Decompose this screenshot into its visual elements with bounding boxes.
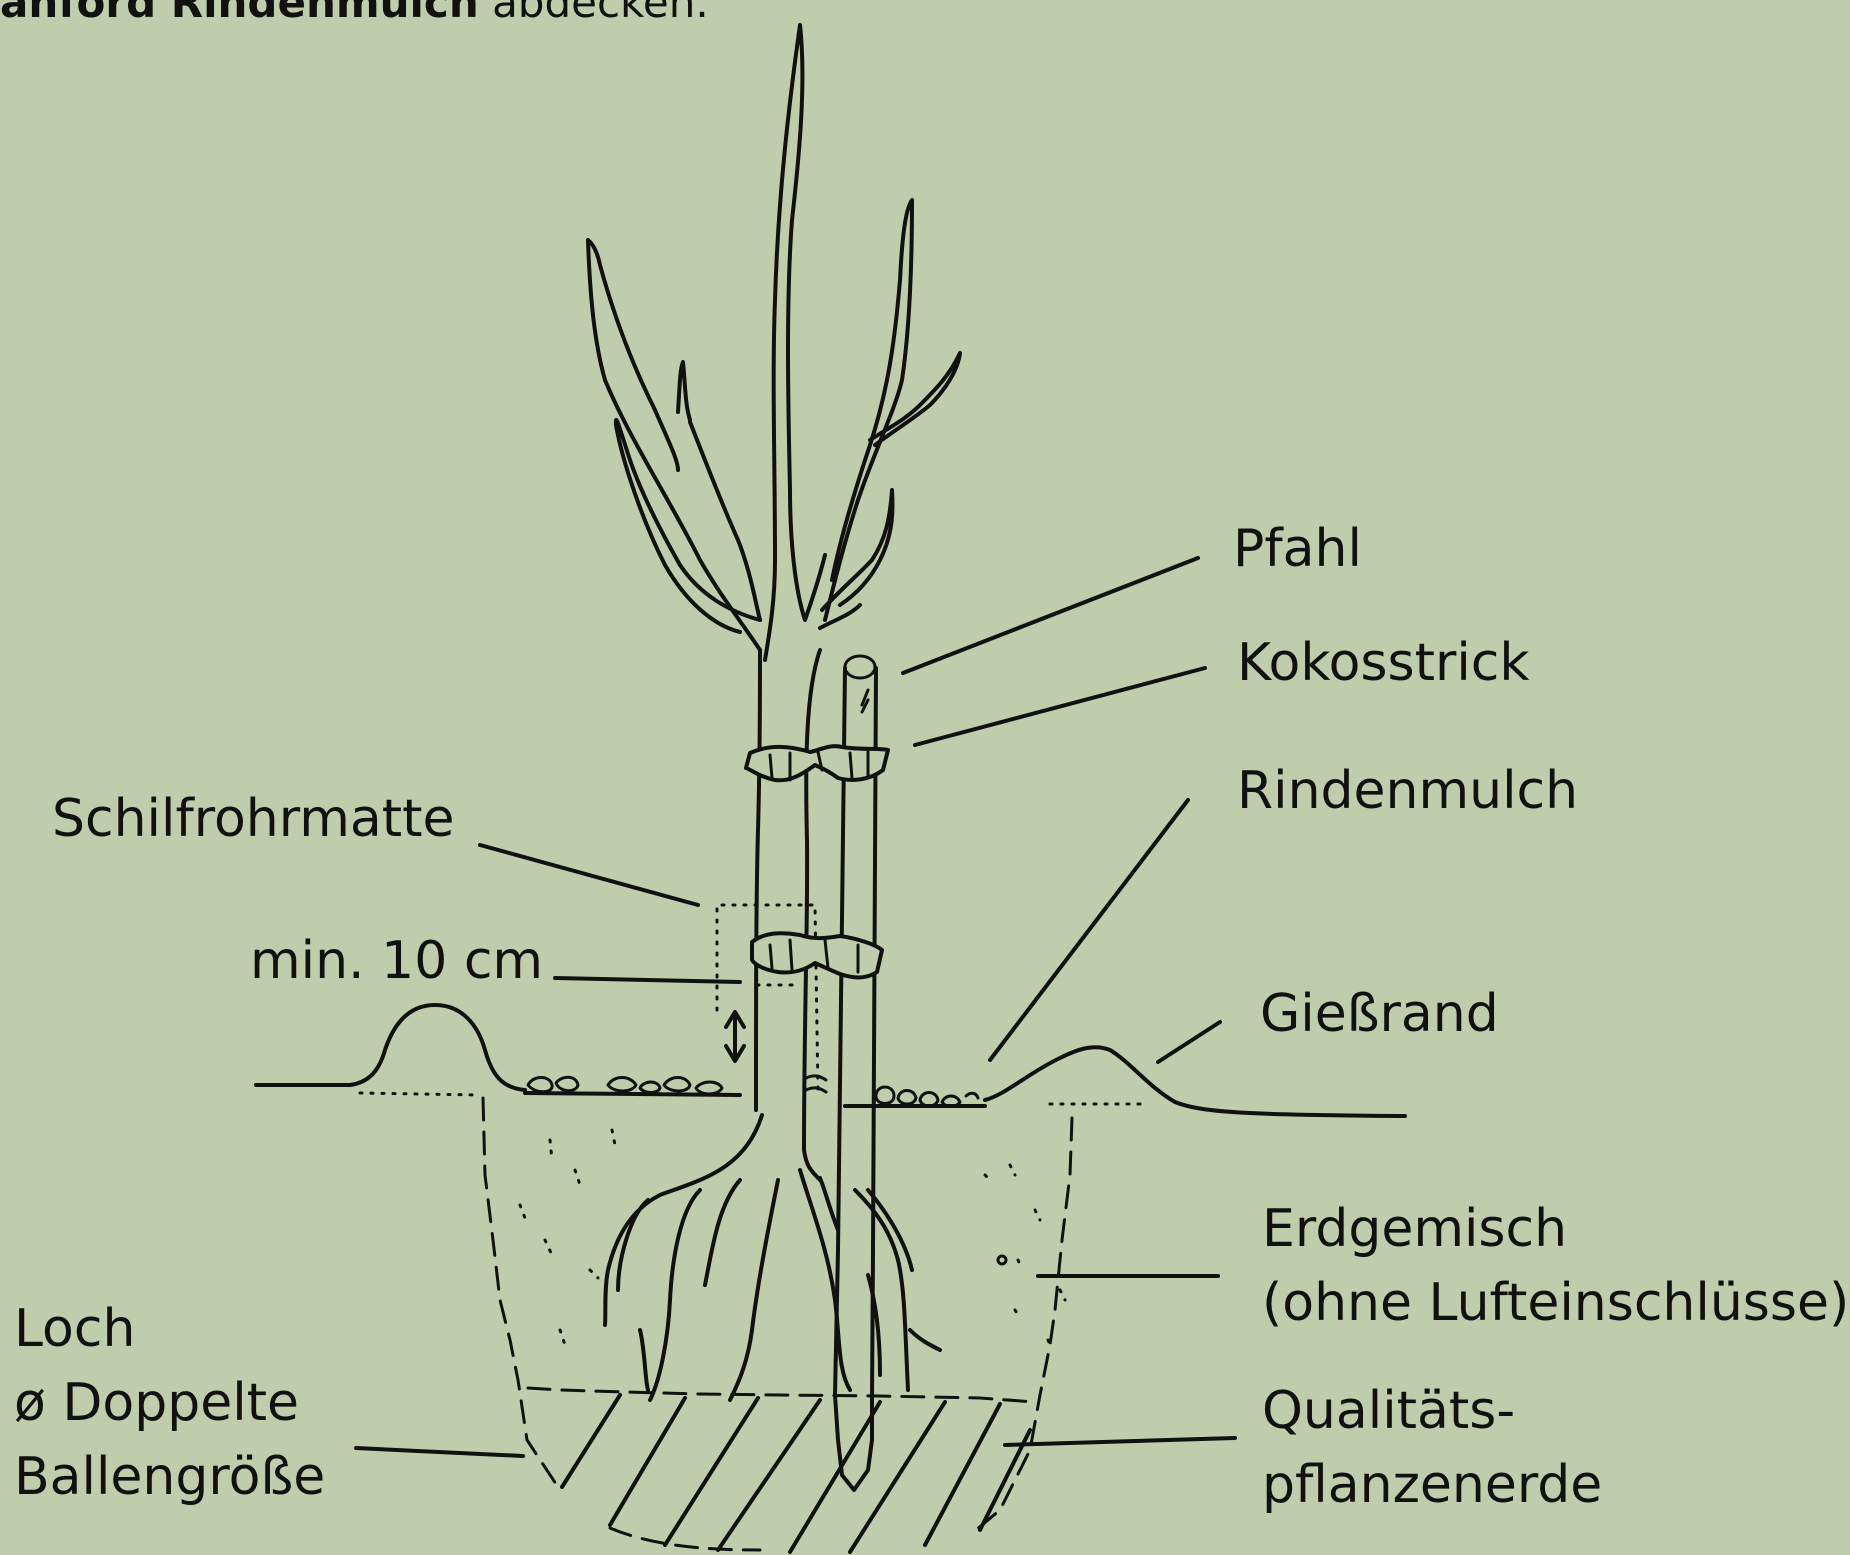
label-qualitaet-line1: Qualitäts- — [1262, 1380, 1515, 1442]
leader-line-qualitaet — [1005, 1438, 1235, 1445]
stake-top — [845, 656, 875, 678]
leader-line-giessrand — [1158, 1022, 1220, 1062]
trunk-left — [756, 650, 760, 1110]
label-kokosstrick: Kokosstrick — [1237, 632, 1530, 694]
label-pfahl: Pfahl — [1233, 518, 1362, 580]
tree-roots — [605, 1115, 940, 1400]
root — [820, 1178, 838, 1230]
trunk-right — [804, 650, 820, 1180]
pebble — [528, 1078, 552, 1092]
label-rindenmulch: Rindenmulch — [1237, 760, 1578, 822]
stake-texture — [862, 690, 868, 712]
twig-left — [678, 362, 690, 420]
coconut-rope-ties — [746, 746, 888, 977]
label-loch-line3: Ballengröße — [14, 1446, 325, 1508]
root — [730, 1180, 778, 1400]
quality-soil-hatching — [528, 1388, 1035, 1552]
leader-line-schilfrohrmatte — [480, 845, 698, 905]
leader-line-pfahl — [903, 558, 1198, 673]
hatch-line — [665, 1398, 758, 1545]
root — [910, 1330, 940, 1350]
soil-specks — [520, 1130, 1065, 1350]
hatch-line — [925, 1404, 1000, 1545]
root — [650, 1190, 700, 1400]
hole-outline-right — [970, 1118, 1072, 1535]
mulch-pebbles — [528, 1076, 978, 1107]
leader-line-loch — [356, 1448, 523, 1456]
pebble — [640, 1082, 660, 1093]
pebble — [608, 1078, 636, 1092]
tree-trunk — [756, 650, 820, 1180]
leader-line-kokosstrick — [915, 668, 1205, 745]
ground-surface — [256, 1005, 1405, 1116]
branch-left — [588, 240, 760, 650]
label-schilfrohrmatte: Schilfrohrmatte — [52, 788, 455, 850]
label-qualitaet-line2: pflanzenerde — [1262, 1454, 1602, 1516]
label-giessrand: Gießrand — [1260, 983, 1499, 1045]
pebble — [966, 1093, 978, 1098]
label-erdgemisch-line1: Erdgemisch — [1262, 1198, 1567, 1260]
label-loch-line2: ø Doppelte — [14, 1372, 299, 1434]
root — [800, 1170, 850, 1390]
planting-hole — [483, 1098, 1072, 1550]
pebble — [556, 1077, 578, 1091]
hole-outline-left — [483, 1098, 560, 1490]
hatch-line — [562, 1395, 620, 1487]
pebble — [920, 1093, 938, 1107]
pebble — [898, 1091, 916, 1105]
branch-leader — [765, 25, 825, 660]
label-loch-line1: Loch — [14, 1298, 135, 1360]
label-min-height: min. 10 cm — [250, 930, 543, 992]
pebble — [696, 1082, 722, 1094]
ground-line-left — [256, 1005, 525, 1090]
root — [640, 1330, 648, 1390]
branch-left-lower — [616, 420, 760, 632]
soil-speck — [998, 1256, 1006, 1264]
soil-layer-top — [528, 1388, 1035, 1402]
hatch-line — [610, 1398, 685, 1525]
min-height-arrow — [726, 1012, 744, 1061]
tree-crown — [588, 25, 960, 660]
pebble — [876, 1087, 894, 1104]
leader-line-min-height — [555, 978, 740, 982]
ground-dots — [360, 1093, 1140, 1104]
label-erdgemisch-line2: (ohne Lufteinschlüsse) — [1262, 1272, 1849, 1334]
branch-right — [825, 200, 912, 620]
leader-line-rindenmulch — [990, 800, 1188, 1060]
leader-lines — [356, 558, 1235, 1456]
hole-bottom — [610, 1528, 760, 1550]
pebble — [664, 1078, 690, 1092]
pebble — [806, 1076, 826, 1092]
root — [705, 1180, 740, 1285]
ground-line-right — [985, 1047, 1405, 1116]
